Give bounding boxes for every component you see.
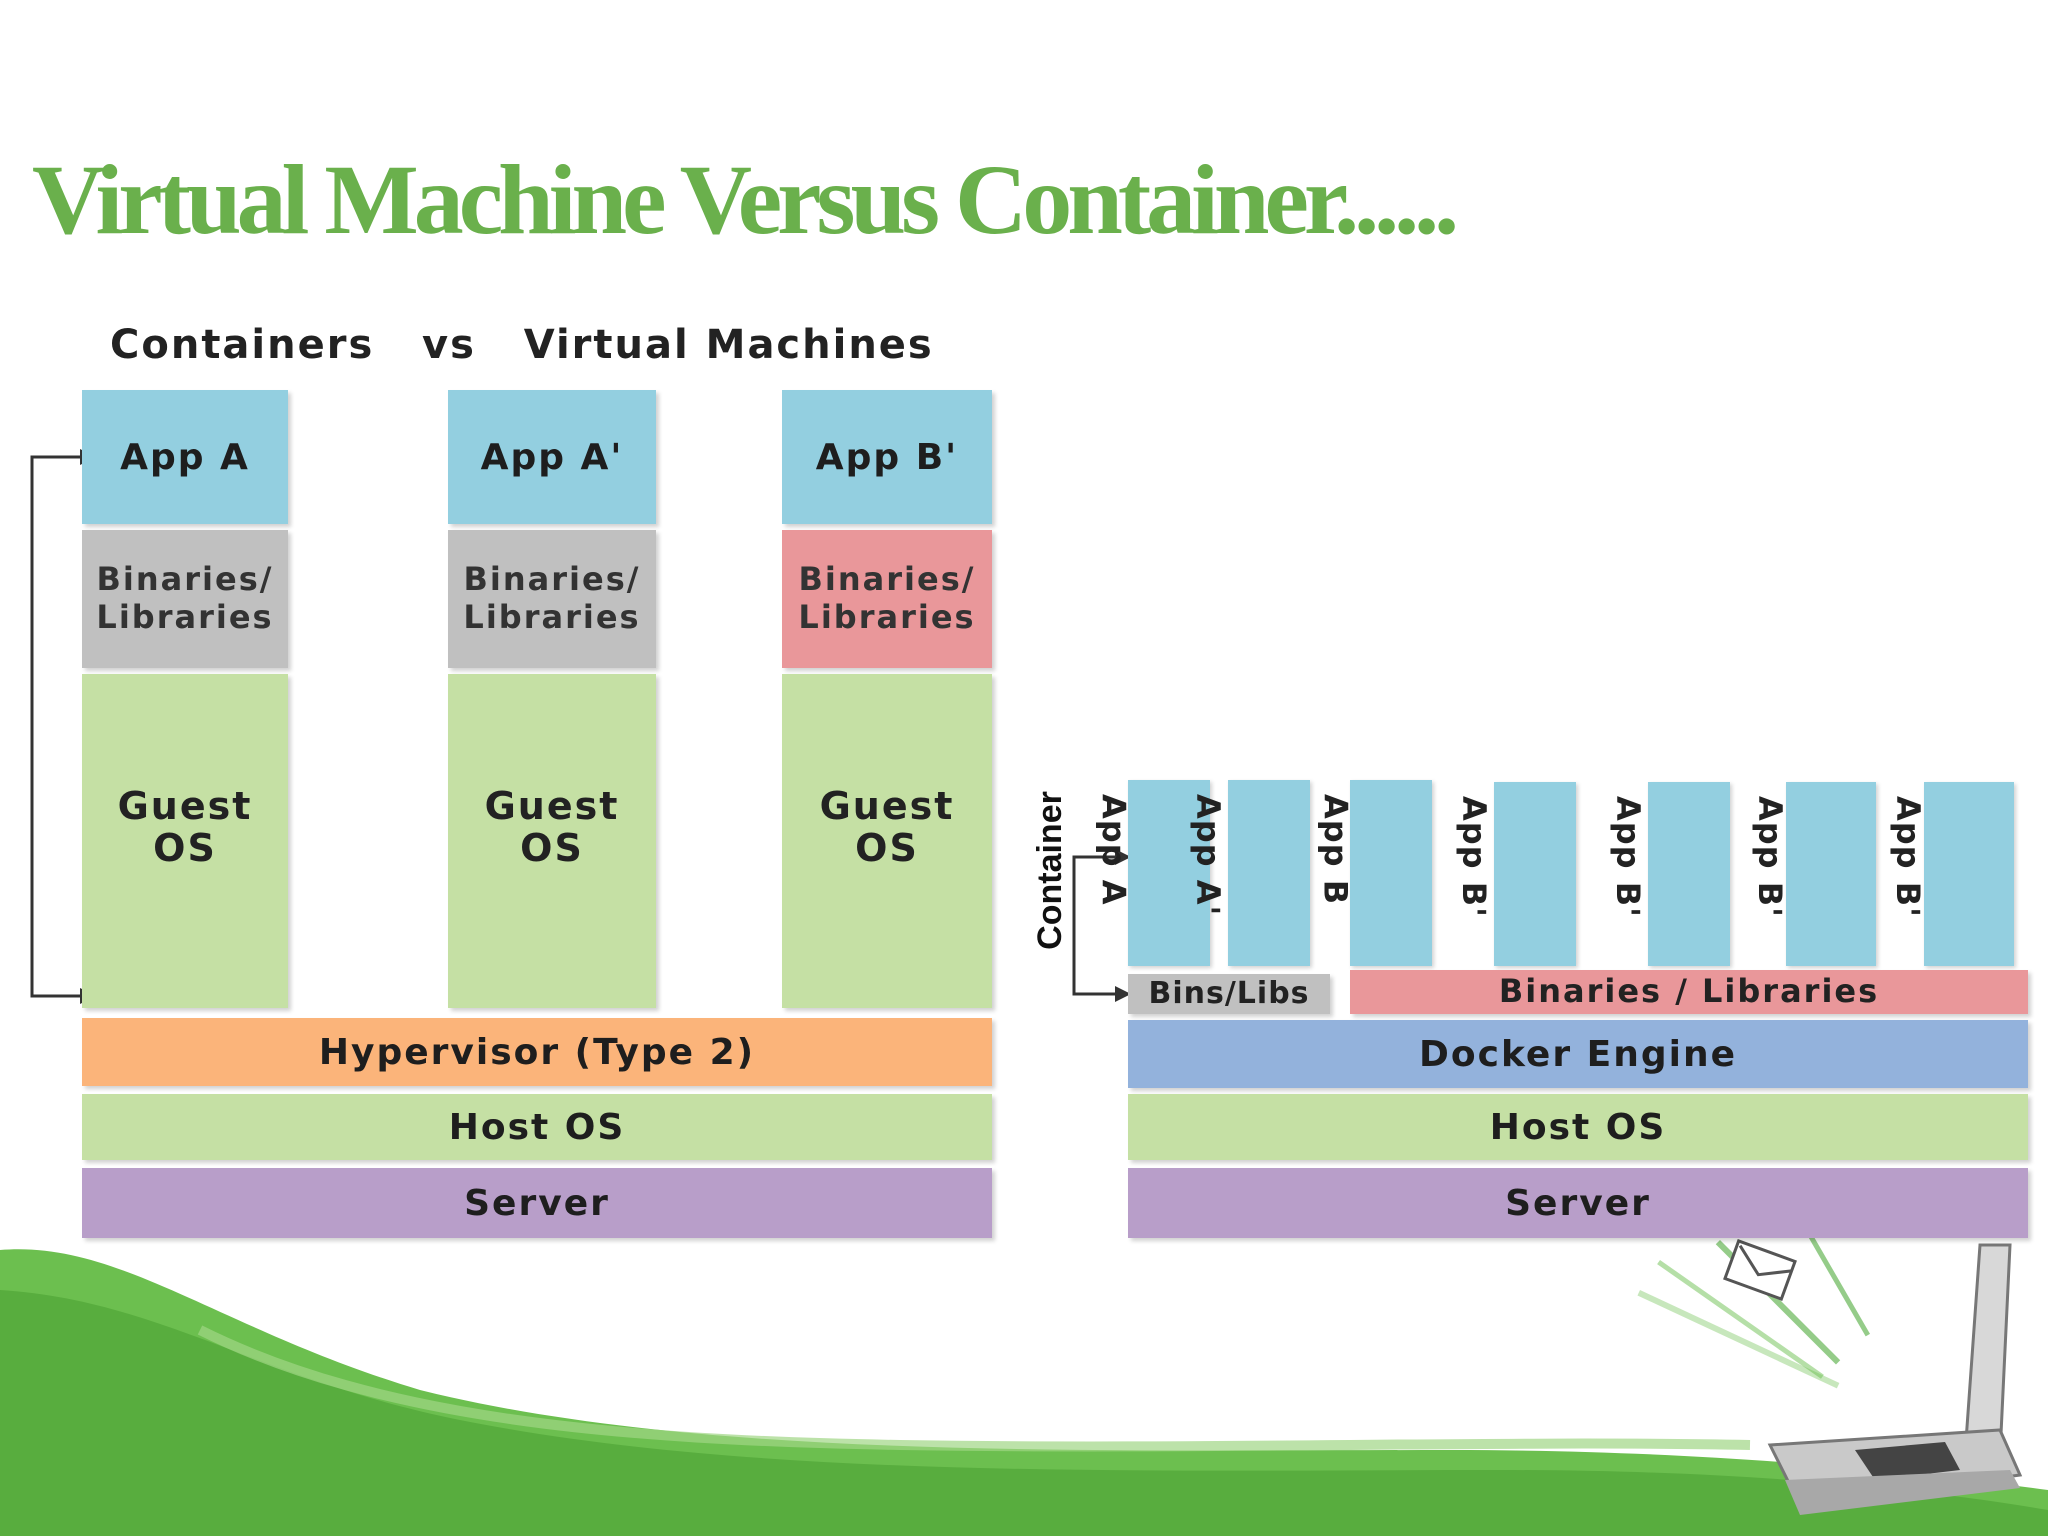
container-app-a-prime-label: App A' [1188, 794, 1227, 917]
laptop-icon [1767, 1243, 2023, 1515]
vm-bins-libs-1: Binaries/ Libraries [82, 530, 288, 668]
laptop-illustration [1637, 1230, 2023, 1515]
container-app-b-prime-3-label: App B' [1751, 796, 1790, 918]
vm-server-layer: Server [82, 1168, 992, 1238]
container-bracket-arrow [1072, 849, 1130, 1002]
container-binaries-libraries: Binaries / Libraries [1350, 970, 2028, 1014]
envelope-icon [1723, 1239, 1797, 1301]
vm-app-b-prime: App B' [782, 390, 992, 524]
container-app-b: App B [1316, 780, 1432, 966]
vm-host-os-layer: Host OS [82, 1094, 992, 1160]
slide-title: Virtual Machine Versus Container...... [32, 144, 1459, 255]
vm-app-a-prime: App A' [448, 390, 656, 524]
vm-app-a: App A [82, 390, 288, 524]
container-app-b-prime-2: App B' [1609, 782, 1730, 966]
container-app-b-prime-4: App B' [1889, 782, 2014, 966]
container-app-b-prime-1-label: App B' [1455, 796, 1494, 918]
vm-guest-os-2: Guest OS [448, 674, 656, 1008]
container-app-b-prime-4-label: App B' [1889, 796, 1928, 918]
container-app-b-label: App B [1316, 794, 1355, 906]
container-app-b-prime-1: App B' [1455, 782, 1576, 966]
vm-hypervisor-layer: Hypervisor (Type 2) [82, 1018, 992, 1086]
container-app-b-prime-3: App B' [1751, 782, 1876, 966]
container-app-a-label: App A [1094, 794, 1133, 906]
container-app-b-prime-2-label: App B' [1609, 796, 1648, 918]
diagram-subtitle: Containers vs Virtual Machines [110, 322, 934, 368]
container-server-layer: Server [1128, 1168, 2028, 1238]
container-host-os-layer: Host OS [1128, 1094, 2028, 1160]
vm-bracket-arrow [30, 449, 90, 1004]
vm-bins-libs-3: Binaries/ Libraries [782, 530, 992, 668]
container-app-a-prime: App A' [1189, 780, 1310, 966]
vm-guest-os-3: Guest OS [782, 674, 992, 1008]
vm-guest-os-1: Guest OS [82, 674, 288, 1008]
vm-bins-libs-2: Binaries/ Libraries [448, 530, 656, 668]
container-bins-libs: Bins/Libs [1128, 974, 1330, 1014]
docker-engine-layer: Docker Engine [1128, 1020, 2028, 1088]
container-app-a: App A [1094, 780, 1210, 966]
data-stream-graphic [1637, 1230, 1870, 1389]
